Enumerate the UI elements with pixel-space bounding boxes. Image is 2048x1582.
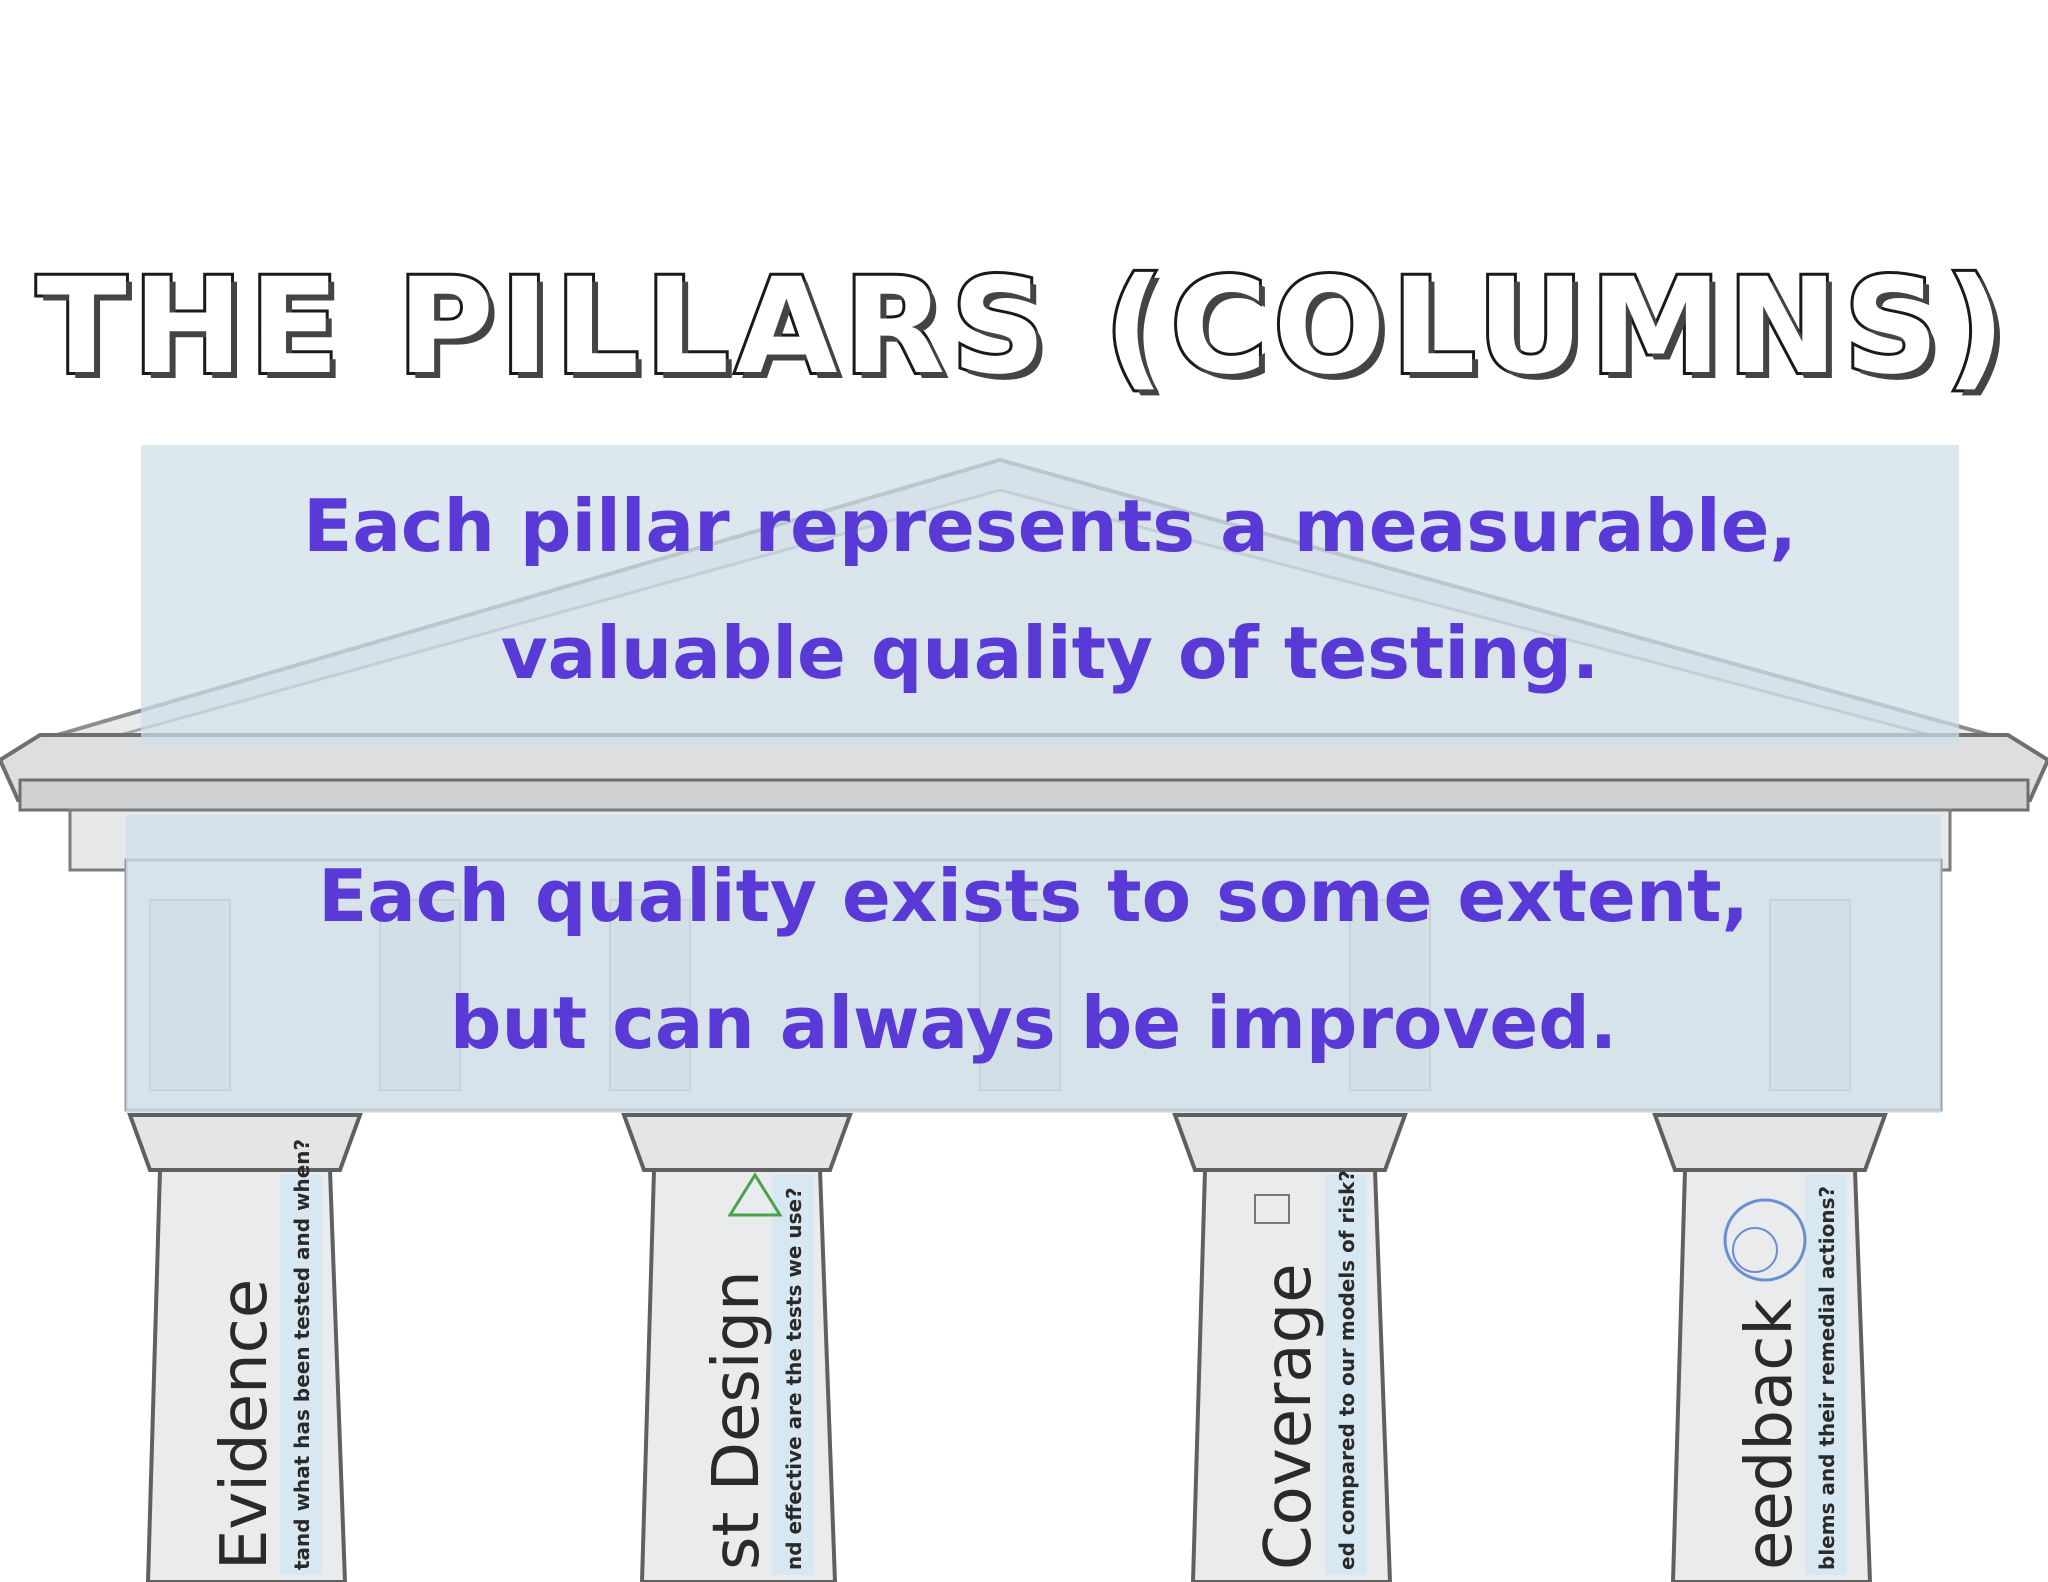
caption-1-line-1: Each pillar represents a measurable, xyxy=(303,484,1797,568)
caption-2-line-2: but can always be improved. xyxy=(449,981,1618,1065)
pillar-question-evidence: tand what has been tested and when? xyxy=(290,1138,314,1570)
pillar-question-coverage: ed compared to our models of risk? xyxy=(1335,1170,1359,1570)
pillar-name-feedback: eedback xyxy=(1733,1298,1807,1570)
pillar-name-coverage: Coverage xyxy=(1252,1263,1326,1570)
caption-banner-bottom: Each quality exists to some extent, but … xyxy=(126,815,1941,1113)
pillar-name-test-design: st Design xyxy=(700,1270,774,1570)
caption-banner-top: Each pillar represents a measurable, val… xyxy=(141,445,1959,745)
slide-title: THE PILLARS (COLUMNS) xyxy=(34,247,2012,407)
caption-2-line-1: Each quality exists to some extent, xyxy=(318,854,1749,938)
pillar-name-evidence: Evidence xyxy=(208,1278,282,1570)
pillar-question-test-design: nd effective are the tests we use? xyxy=(782,1187,806,1570)
caption-1-line-2: valuable quality of testing. xyxy=(500,611,1600,695)
pillar-question-feedback: blems and their remedial actions? xyxy=(1815,1185,1839,1570)
